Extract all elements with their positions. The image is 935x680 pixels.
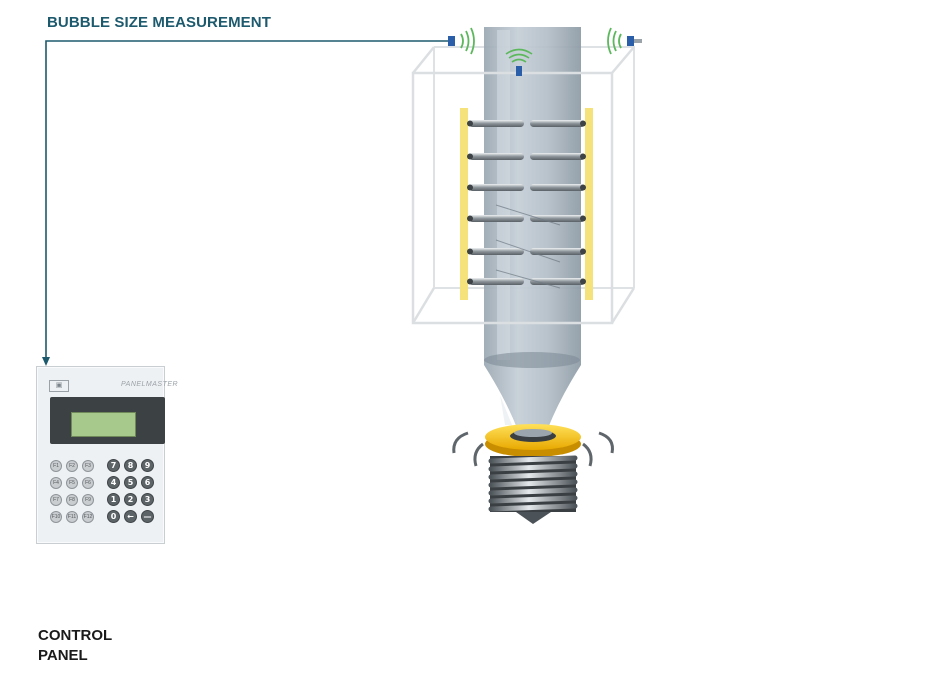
function-key-f11[interactable]: F11 [66, 511, 78, 523]
numeric-key[interactable]: ← [124, 510, 137, 523]
function-key-f9[interactable]: F9 [82, 494, 94, 506]
numeric-key[interactable]: 9 [141, 459, 154, 472]
diagram-title: BUBBLE SIZE MEASUREMENT [47, 14, 271, 31]
sparger-rod [467, 120, 586, 127]
signal-wave-icon [460, 33, 464, 49]
signal-wave-icon [511, 58, 527, 63]
signal-connection-line [42, 40, 448, 366]
numeric-key[interactable]: 5 [124, 476, 137, 489]
numeric-key[interactable]: 7 [107, 459, 120, 472]
sparger-rods [467, 120, 586, 289]
numeric-key[interactable]: 1 [107, 493, 120, 506]
arrow-head-icon [42, 357, 50, 366]
numeric-key[interactable]: 4 [107, 476, 120, 489]
control-panel-label-line1: CONTROL [38, 627, 113, 644]
control-panel-label-line2: PANEL [38, 647, 88, 664]
electrode-strip-left [460, 108, 468, 300]
function-key-f10[interactable]: F10 [50, 511, 62, 523]
signal-wave-icon [618, 33, 622, 49]
bubble-sensor-top [505, 48, 533, 76]
numeric-key[interactable]: 3 [141, 493, 154, 506]
sparger-rod [467, 248, 586, 255]
function-key-f1[interactable]: F1 [50, 460, 62, 472]
function-key-f4[interactable]: F4 [50, 477, 62, 489]
panel-lcd-screen [71, 412, 136, 437]
electrode-strip-right [585, 108, 593, 300]
numeric-key[interactable]: 8 [124, 459, 137, 472]
column-base [452, 424, 614, 467]
bubble-sensor-left [448, 27, 475, 55]
sparger-rod [467, 153, 586, 160]
function-key-f2[interactable]: F2 [66, 460, 78, 472]
numeric-key[interactable]: 2 [124, 493, 137, 506]
numeric-key[interactable]: — [141, 510, 154, 523]
numeric-key[interactable]: 0 [107, 510, 120, 523]
function-key-f3[interactable]: F3 [82, 460, 94, 472]
function-key-f8[interactable]: F8 [66, 494, 78, 506]
bubble-sensor-right [607, 27, 642, 55]
panel-logo-icon: ▣ [49, 380, 69, 392]
panel-display-bezel [50, 397, 165, 444]
flotation-column [484, 27, 581, 428]
function-key-f12[interactable]: F12 [82, 511, 94, 523]
glass-box-front [411, 46, 636, 325]
panel-brand-mark: PANELMASTER [121, 381, 179, 388]
heating-coil [488, 455, 578, 524]
function-key-f5[interactable]: F5 [66, 477, 78, 489]
control-panel-label: CONTROL PANEL [38, 626, 112, 666]
numeric-key[interactable]: 6 [141, 476, 154, 489]
function-key-f7[interactable]: F7 [50, 494, 62, 506]
sparger-rod [467, 184, 586, 191]
function-key-f6[interactable]: F6 [82, 477, 94, 489]
liquid-surface [484, 352, 580, 368]
